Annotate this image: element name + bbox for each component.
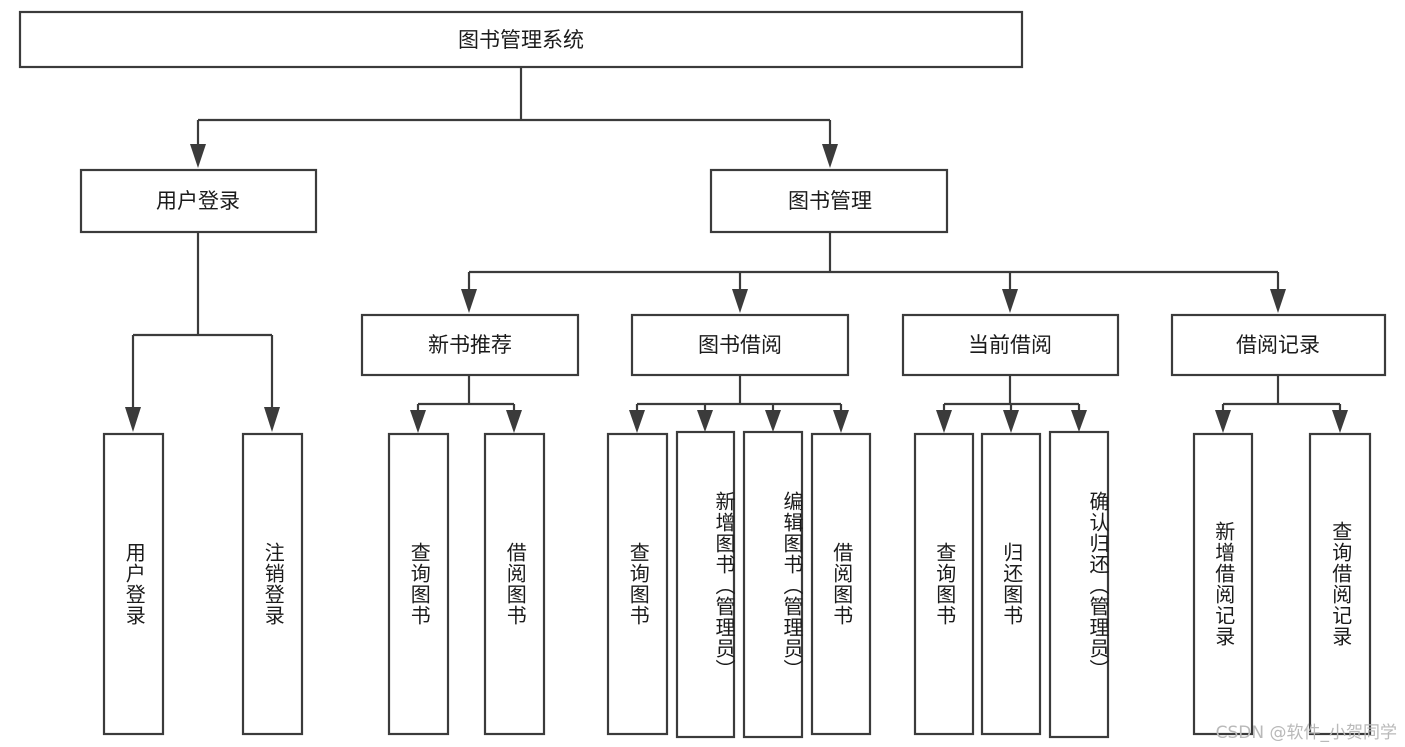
leaf-edit-book-box[interactable] bbox=[742, 430, 804, 739]
leaf-logout-box[interactable] bbox=[241, 432, 304, 736]
watermark: CSDN @软件_小贺同学 bbox=[1215, 723, 1397, 743]
node-book-borrow-label: 图书借阅 bbox=[698, 333, 782, 357]
arrow-head-icon bbox=[125, 407, 141, 432]
node-root-box[interactable] bbox=[18, 10, 1024, 69]
leaf-query-record-box[interactable] bbox=[1308, 432, 1372, 736]
node-user-login[interactable]: 用户登录 bbox=[79, 168, 318, 234]
arrow-head-icon bbox=[506, 410, 522, 433]
node-user-login-label: 用户登录 bbox=[156, 189, 240, 213]
arrow-head-icon bbox=[936, 410, 952, 433]
node-new-book-rec-label: 新书推荐 bbox=[428, 333, 512, 357]
arrow-head-icon bbox=[1332, 410, 1348, 433]
arrow-head-icon bbox=[190, 144, 206, 168]
leaf-add-book-box[interactable] bbox=[675, 430, 736, 739]
connectors-borrowrecord-to-leaves bbox=[1215, 375, 1348, 433]
leaf-confirm-return-box[interactable] bbox=[1048, 430, 1110, 739]
node-new-book-rec-box[interactable] bbox=[360, 313, 580, 377]
node-borrow-record-label: 借阅记录 bbox=[1236, 333, 1320, 357]
connectors-currentborrow-to-leaves bbox=[936, 375, 1087, 433]
node-user-login-box[interactable] bbox=[79, 168, 318, 234]
node-borrow-record-box[interactable] bbox=[1170, 313, 1387, 377]
arrow-head-icon bbox=[1002, 289, 1018, 313]
node-book-manage[interactable]: 图书管理 bbox=[709, 168, 949, 234]
node-root-label: 图书管理系统 bbox=[458, 28, 584, 52]
leaf-user-login-box[interactable] bbox=[102, 432, 165, 736]
node-borrow-record[interactable]: 借阅记录 bbox=[1170, 313, 1387, 377]
node-book-borrow[interactable]: 图书借阅 bbox=[630, 313, 850, 377]
arrow-head-icon bbox=[629, 410, 645, 433]
node-book-manage-label: 图书管理 bbox=[788, 189, 872, 213]
leaf-boxes bbox=[102, 430, 1372, 739]
leaf-add-record-box[interactable] bbox=[1192, 432, 1254, 736]
leaf-borrow-book-box[interactable] bbox=[810, 432, 872, 736]
arrow-head-icon bbox=[732, 289, 748, 313]
arrow-head-icon bbox=[1215, 410, 1231, 433]
leaf-query-book-rec-box[interactable] bbox=[387, 432, 450, 736]
connectors-newbookrec-to-leaves bbox=[410, 375, 522, 433]
connectors-bookmanage-to-level3 bbox=[461, 232, 1286, 313]
connectors-root-to-level2 bbox=[190, 67, 838, 168]
arrow-head-icon bbox=[264, 407, 280, 432]
node-current-borrow-box[interactable] bbox=[901, 313, 1120, 377]
node-book-borrow-box[interactable] bbox=[630, 313, 850, 377]
node-root[interactable]: 图书管理系统 bbox=[18, 10, 1024, 69]
leaf-query-book-borrow-box[interactable] bbox=[606, 432, 669, 736]
leaf-query-book-cur-box[interactable] bbox=[913, 432, 975, 736]
arrow-head-icon bbox=[1270, 289, 1286, 313]
arrow-head-icon bbox=[765, 410, 781, 432]
arrow-head-icon bbox=[1003, 410, 1019, 433]
arrow-head-icon bbox=[697, 410, 713, 432]
arrow-head-icon bbox=[410, 410, 426, 433]
node-current-borrow-label: 当前借阅 bbox=[968, 333, 1052, 357]
leaf-borrow-book-rec-box[interactable] bbox=[483, 432, 546, 736]
node-book-manage-box[interactable] bbox=[709, 168, 949, 234]
arrow-head-icon bbox=[833, 410, 849, 433]
arrow-head-icon bbox=[461, 289, 477, 313]
node-new-book-rec[interactable]: 新书推荐 bbox=[360, 313, 580, 377]
leaf-return-book-box[interactable] bbox=[980, 432, 1042, 736]
arrow-head-icon bbox=[1071, 410, 1087, 432]
connectors-userlogin-to-leaves bbox=[125, 232, 280, 432]
node-current-borrow[interactable]: 当前借阅 bbox=[901, 313, 1120, 377]
connectors-bookborrow-to-leaves bbox=[629, 375, 849, 433]
arrow-head-icon bbox=[822, 144, 838, 168]
